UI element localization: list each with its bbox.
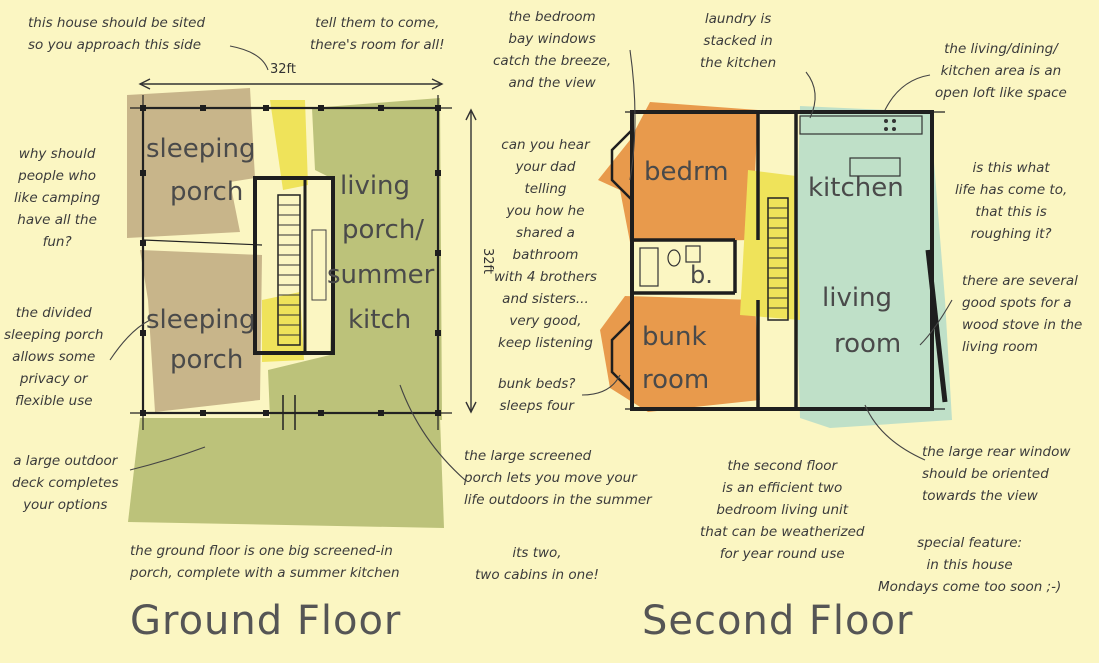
width-dimension: 32ft [270, 62, 296, 77]
ground-core [253, 176, 335, 355]
living-porch-label: living porch/ summer kitch [327, 171, 443, 335]
sleeping-porch-1-label: sleeping porch [146, 134, 264, 207]
note-two-cabins: its two, two cabins in one! [475, 545, 599, 583]
sleeping-porch-2-label: sleeping porch [146, 305, 264, 375]
stair-yellow-fill [270, 100, 308, 190]
note-efficient: the second floor is an efficient two bed… [700, 458, 865, 562]
living-room-label: living room [822, 283, 901, 359]
kitchen-living-fill [796, 106, 952, 428]
note-deck: a large outdoor deck completes your opti… [12, 453, 119, 513]
bunk-room-fill [600, 296, 760, 412]
second-floor-plan: bedrm b. bunk room kitchen living room [581, 49, 953, 461]
bedroom-label: bedrm [644, 157, 729, 187]
note-roughing: is this what life has come to, that this… [955, 160, 1068, 242]
depth-dimension: 32ft [480, 248, 495, 274]
ground-floor-plan: sleeping porch sleeping porch living por… [109, 45, 495, 528]
sleeping-porch-lower-fill [140, 250, 262, 412]
note-screened: the large screened porch lets you move y… [464, 448, 652, 508]
note-stove: there are several good spots for a wood … [962, 273, 1083, 355]
note-special: special feature: in this house Mondays c… [878, 535, 1062, 595]
kitchen-label: kitchen [808, 173, 904, 203]
note-camping: why should people who like camping have … [14, 146, 101, 250]
note-bunk: bunk beds? sleeps four [498, 376, 576, 414]
living-porch-fill [268, 98, 442, 420]
note-divided: the divided sleeping porch allows some p… [4, 305, 104, 409]
ground-floor-title: Ground Floor [130, 598, 402, 644]
note-approach: this house should be sited so you approa… [28, 15, 206, 53]
second-floor-title: Second Floor [642, 598, 914, 644]
note-laundry: laundry is stacked in the kitchen [700, 11, 777, 71]
note-rear-window: the large rear window should be oriented… [922, 444, 1071, 504]
bath-label: b. [690, 261, 713, 289]
sleeping-porch-upper-fill [127, 88, 255, 238]
note-loft: the living/dining/ kitchen area is an op… [935, 41, 1067, 101]
note-dad: can you hear your dad telling you how he… [494, 137, 597, 351]
note-ground-summary: the ground floor is one big screened-in … [130, 543, 400, 581]
note-come: tell them to come, there's room for all! [310, 15, 445, 53]
bunk-room-label: bunk room [642, 322, 715, 395]
note-bay: the bedroom bay windows catch the breeze… [493, 9, 612, 91]
bedroom-fill [598, 102, 758, 242]
deck-fill [128, 418, 444, 528]
